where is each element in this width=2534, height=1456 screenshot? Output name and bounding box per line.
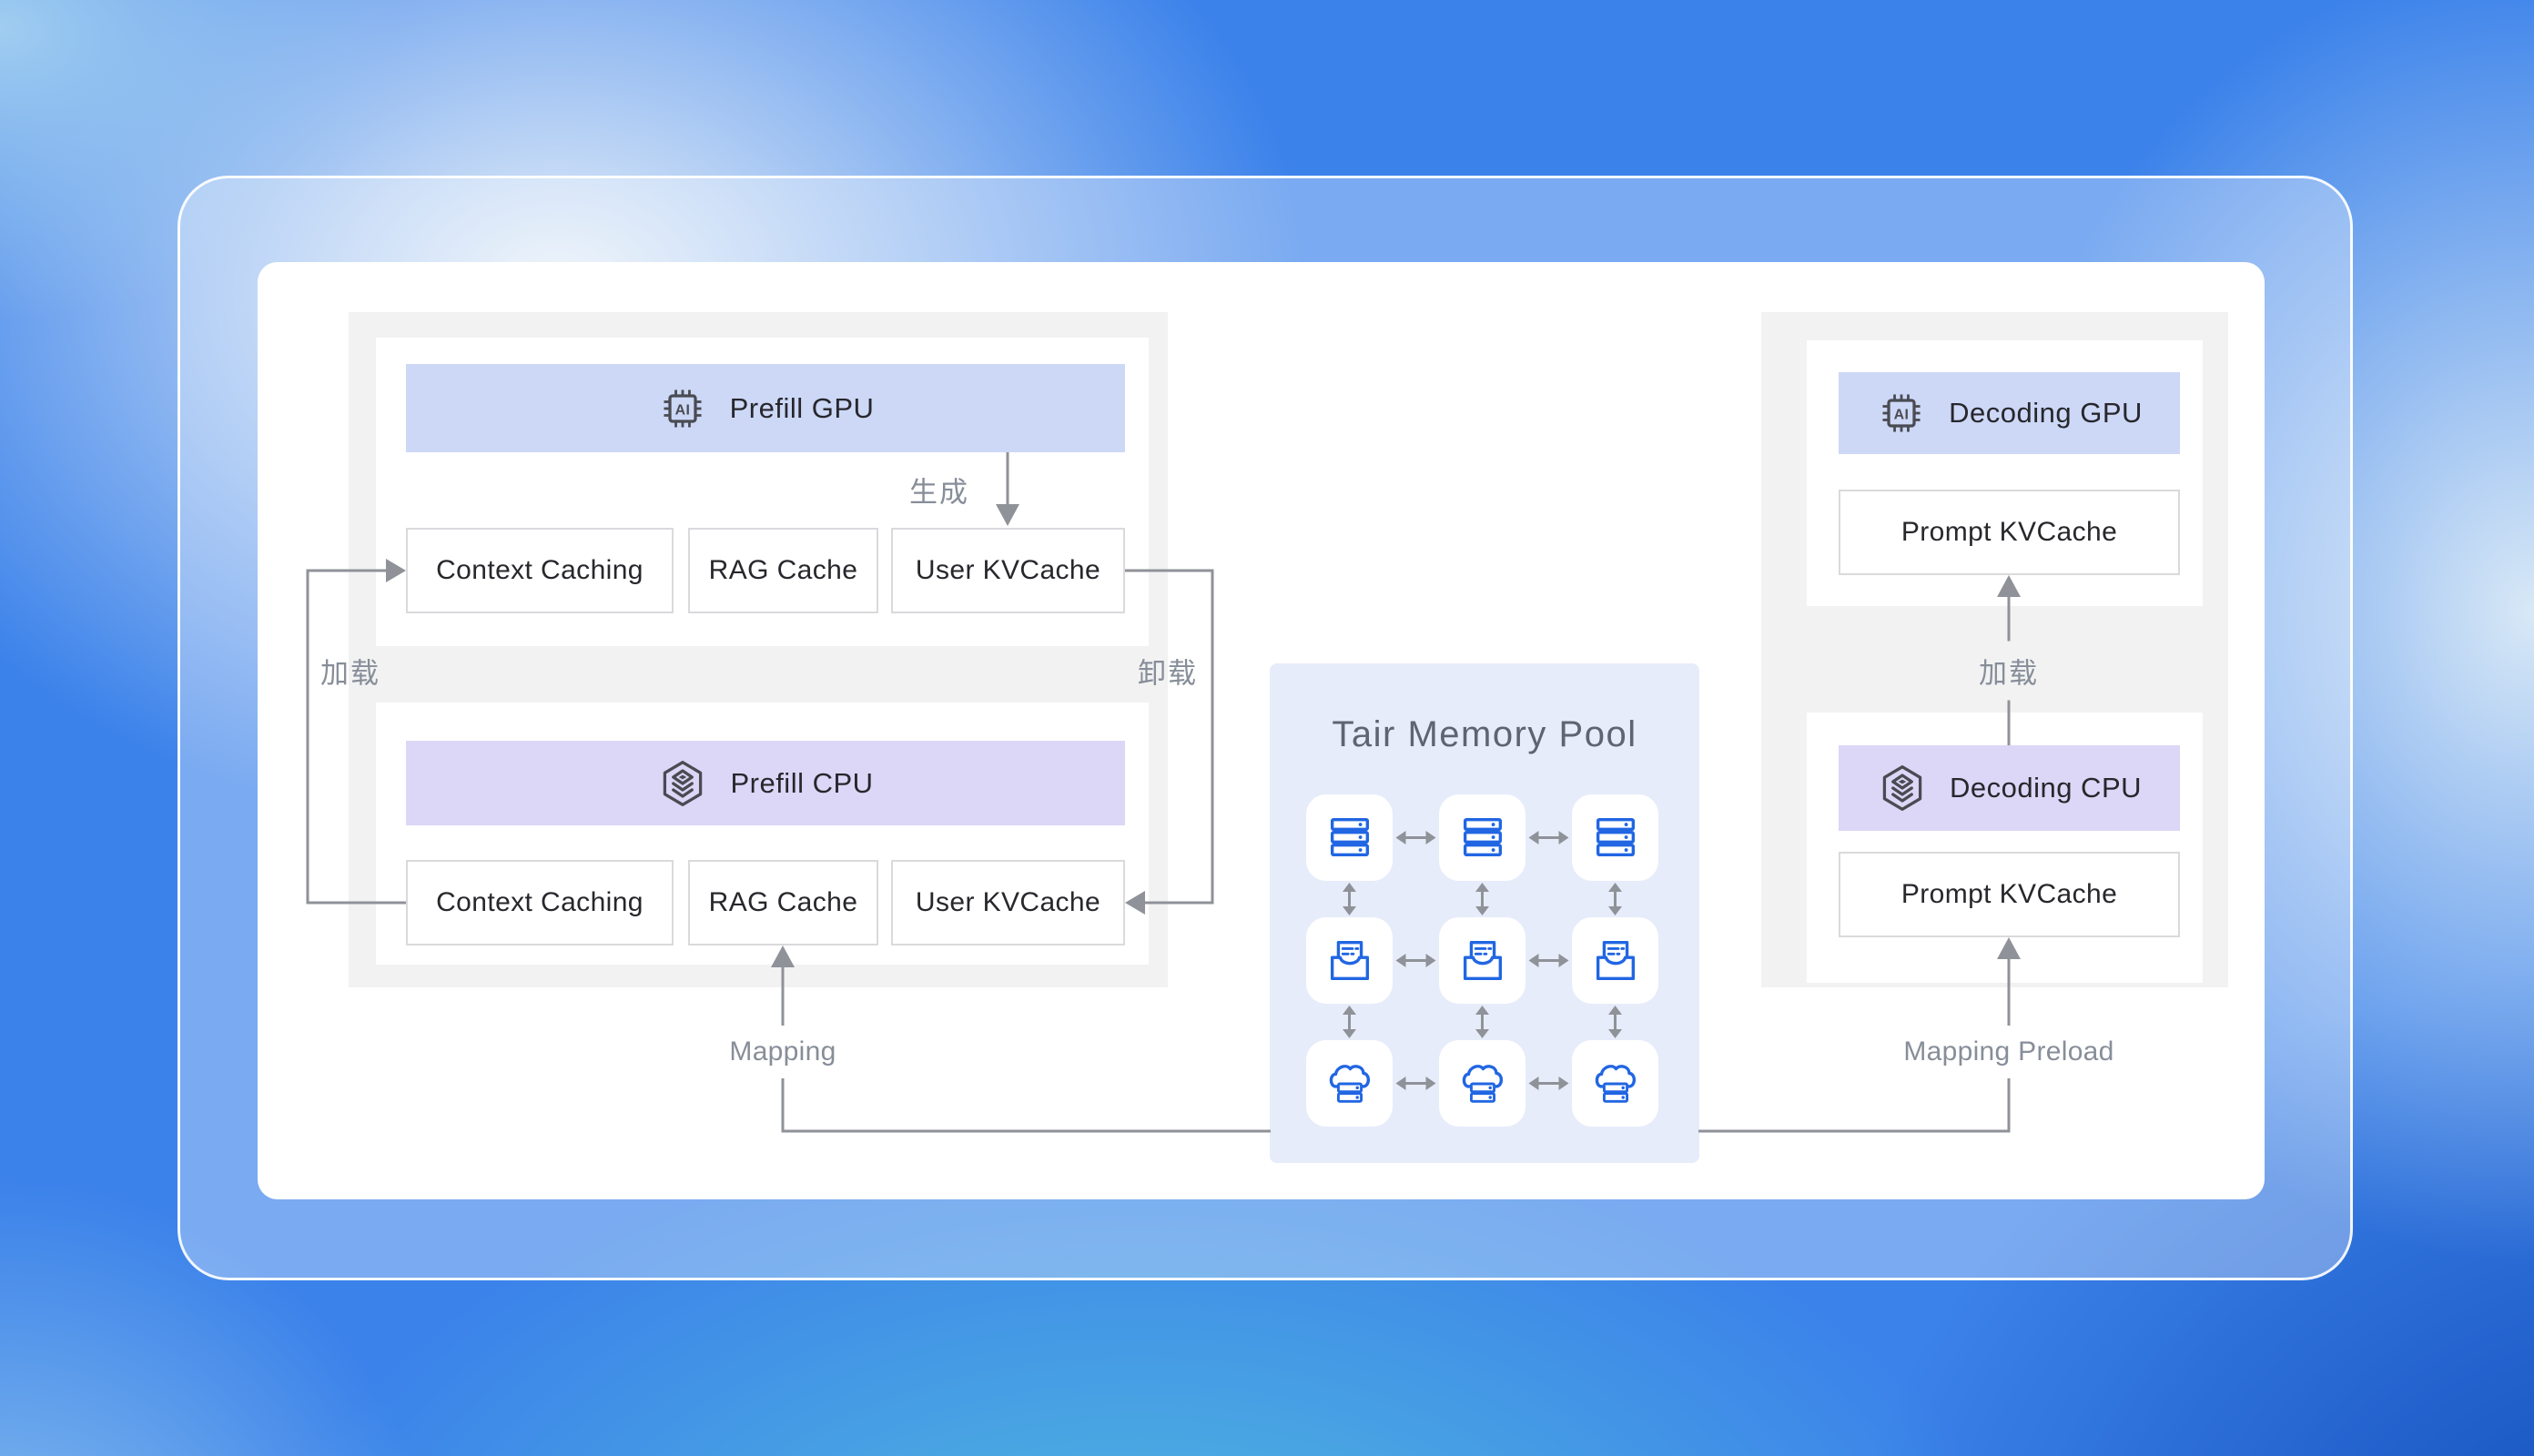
prefill-cpu-context-caching-box: Context Caching [406,860,674,945]
tair-node [1572,1040,1658,1127]
tair-node [1306,794,1393,881]
server-icon [1596,817,1635,856]
decoding-cpu-prompt-kvcache-box: Prompt KVCache [1839,852,2180,937]
decoding-gpu-title: Decoding GPU [1949,397,2143,429]
decoding-cpu-panel: Decoding CPU Prompt KVCache [1807,713,2203,983]
cpu-stack-icon [664,760,703,806]
tair-node [1306,1040,1393,1127]
prefill-gpu-panel: Prefill GPU Context Caching RAG Cache Us… [376,338,1149,646]
edge-label-load-left: 加载 [320,657,380,690]
edge-label-unload: 卸载 [1138,657,1198,690]
edge-label-load-right: 加载 [1975,641,2042,701]
prefill-gpu-user-kvcache-box: User KVCache [891,528,1125,613]
doc-tray-icon [1330,940,1369,980]
ai-chip-icon [662,388,703,429]
edge-label-mapping-preload: Mapping Preload [1892,1026,2125,1078]
prefill-cpu-header: Prefill CPU [406,741,1125,825]
decoding-section: Decoding GPU Prompt KVCache Decoding CPU… [1761,312,2228,987]
prefill-cpu-title: Prefill CPU [730,766,874,799]
prefill-gpu-context-caching-box: Context Caching [406,528,674,613]
prefill-cpu-user-kvcache-box: User KVCache [891,860,1125,945]
tair-memory-pool-title: Tair Memory Pool [1332,714,1637,754]
ai-chip-icon [1880,392,1922,434]
server-icon [1463,817,1502,856]
prefill-cpu-rag-cache-box: RAG Cache [688,860,878,945]
decoding-cpu-title: Decoding CPU [1949,772,2143,804]
cloud-server-icon [1462,1064,1503,1103]
prefill-gpu-header: Prefill GPU [406,364,1125,452]
tair-node [1439,917,1525,1004]
prefill-gpu-title: Prefill GPU [729,391,875,424]
edge-label-generate: 生成 [909,476,969,509]
tair-node [1572,794,1658,881]
tair-node [1572,917,1658,1004]
tair-node [1439,1040,1525,1127]
cloud-server-icon [1329,1064,1370,1103]
decoding-gpu-panel: Decoding GPU Prompt KVCache [1807,340,2203,606]
doc-tray-icon [1596,940,1635,980]
doc-tray-icon [1463,940,1502,980]
decoding-cpu-header: Decoding CPU [1839,745,2180,831]
decoding-gpu-header: Decoding GPU [1839,372,2180,454]
tair-memory-pool-panel: Tair Memory Pool [1270,663,1699,1163]
prefill-cpu-panel: Prefill CPU Context Caching RAG Cache Us… [376,703,1149,965]
prefill-gpu-rag-cache-box: RAG Cache [688,528,878,613]
decoding-gpu-prompt-kvcache-box: Prompt KVCache [1839,490,2180,575]
tair-node [1306,917,1393,1004]
cpu-stack-icon [1882,765,1922,811]
tair-node [1439,794,1525,881]
edge-label-mapping: Mapping [718,1026,847,1078]
cloud-server-icon [1595,1064,1636,1103]
prefill-section: Prefill GPU Context Caching RAG Cache Us… [349,312,1168,987]
server-icon [1330,817,1369,856]
